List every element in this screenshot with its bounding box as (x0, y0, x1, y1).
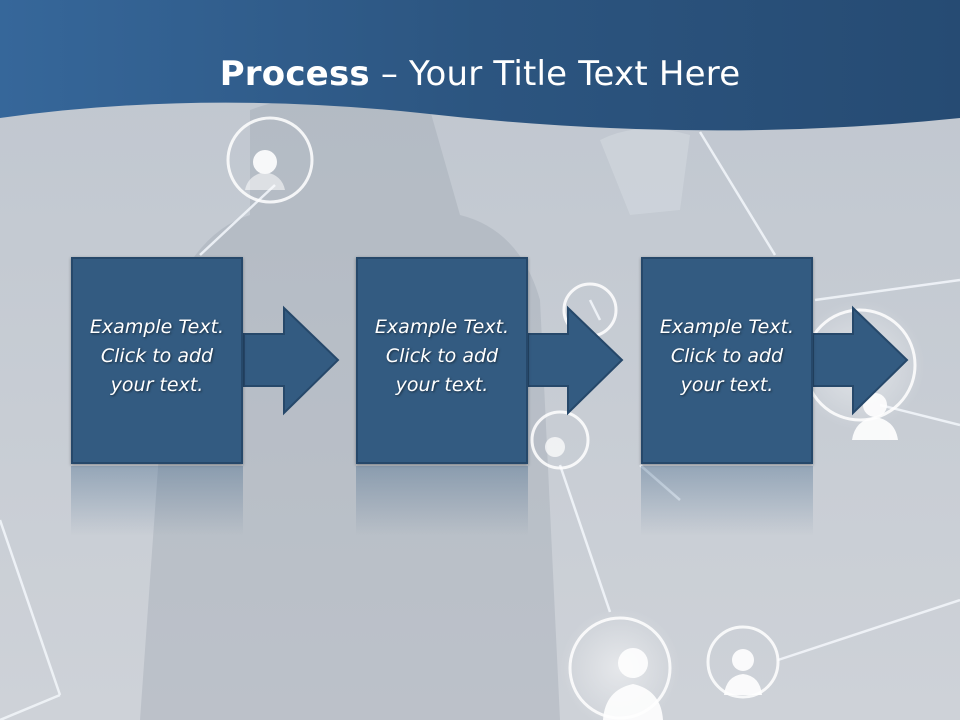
step-line: Click to add (100, 345, 214, 367)
title-bold-part: Process (219, 54, 370, 94)
arrow-icon (812, 305, 909, 416)
step-line: your text. (110, 374, 204, 396)
step-line: Example Text. (659, 316, 795, 338)
step-reflection (356, 466, 528, 536)
step-text[interactable]: Example Text. Click to add your text. (643, 313, 811, 400)
step-line: Click to add (670, 345, 784, 367)
step-line: Click to add (385, 345, 499, 367)
arrow-icon (243, 305, 340, 416)
step-line: Example Text. (374, 316, 510, 338)
step-line: your text. (395, 374, 489, 396)
step-line: Example Text. (89, 316, 225, 338)
title-rest-part: – Your Title Text Here (369, 54, 741, 94)
step-reflection (641, 466, 813, 536)
process-step-1[interactable]: Example Text. Click to add your text. (71, 257, 243, 464)
process-step-3[interactable]: Example Text. Click to add your text. (641, 257, 813, 464)
step-text[interactable]: Example Text. Click to add your text. (73, 313, 241, 400)
process-step-2[interactable]: Example Text. Click to add your text. (356, 257, 528, 464)
step-reflection (71, 466, 243, 536)
arrow-icon (527, 305, 624, 416)
step-text[interactable]: Example Text. Click to add your text. (358, 313, 526, 400)
step-line: your text. (680, 374, 774, 396)
slide-title: Process – Your Title Text Here (0, 54, 960, 94)
